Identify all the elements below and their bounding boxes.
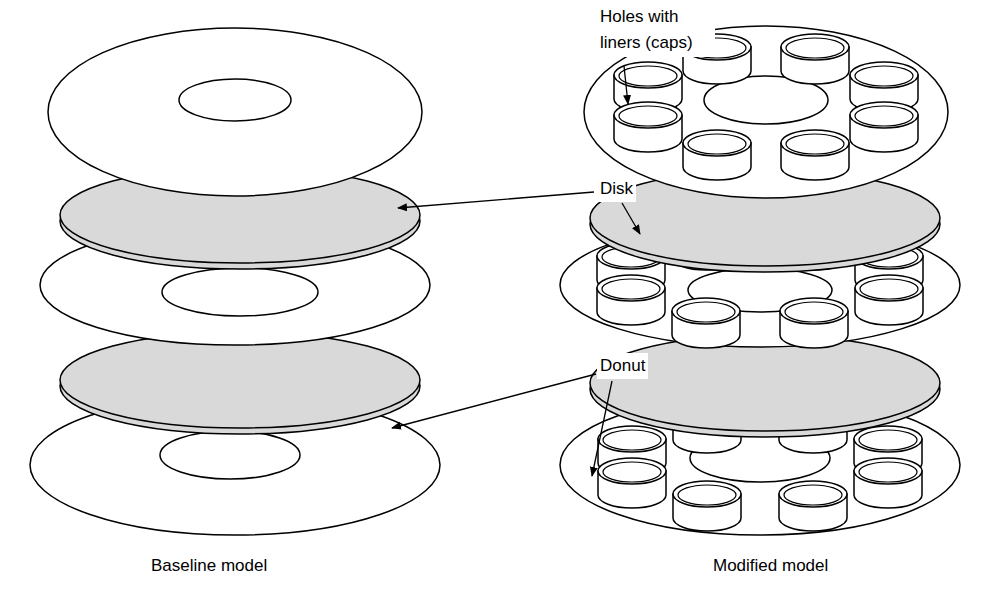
baseline-stack	[30, 28, 440, 535]
part-label: Disk	[597, 176, 636, 202]
leader-arrows	[392, 66, 640, 476]
model-caption: Modified model	[710, 553, 831, 579]
model-caption: Baseline model	[148, 553, 270, 579]
callout-label: Holes with liners (caps)	[597, 4, 715, 57]
part-label: Donut	[597, 353, 648, 379]
modified-stack	[560, 26, 960, 535]
